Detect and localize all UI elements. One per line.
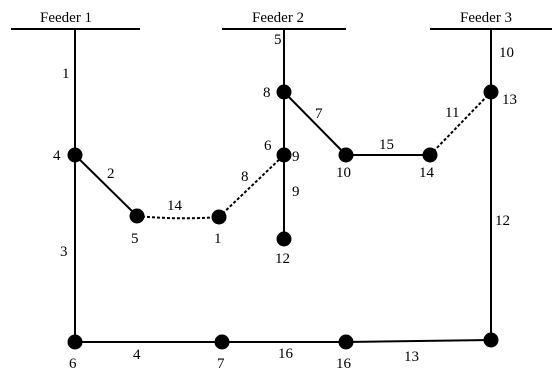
node-8 (276, 84, 292, 100)
node-4 (67, 147, 83, 163)
line-label-2: 2 (107, 166, 115, 182)
node-13 (483, 84, 499, 100)
node-5 (129, 208, 145, 224)
line-label-5: 5 (274, 32, 282, 48)
node-label-5: 5 (131, 231, 139, 247)
tie-branch-8 (218, 154, 285, 218)
line-label-14: 14 (167, 198, 183, 214)
line-label-10: 10 (499, 45, 514, 61)
node-label-16: 16 (336, 356, 352, 372)
node-label-6-mid: 6 (264, 138, 272, 154)
node-6-left (67, 334, 83, 350)
node-9 (276, 147, 292, 163)
feeder-1-label: Feeder 1 (40, 10, 92, 26)
node-label-7: 7 (217, 356, 225, 372)
line-label-4: 4 (133, 347, 141, 363)
node-12 (276, 231, 292, 247)
line-label-12: 12 (495, 213, 510, 229)
node-label-8: 8 (263, 85, 271, 101)
node-label-10: 10 (336, 165, 351, 181)
node-label-6-left: 6 (69, 356, 77, 372)
feeder-2-label: Feeder 2 (252, 10, 304, 26)
node-10 (338, 147, 354, 163)
branch-2 (74, 154, 138, 217)
line-label-8: 8 (241, 169, 249, 185)
line-label-3: 3 (60, 244, 68, 260)
line-label-7: 7 (315, 106, 323, 122)
line-label-16: 16 (278, 346, 294, 362)
node-label-1: 1 (214, 231, 222, 247)
branch-13 (345, 339, 492, 343)
line-label-1: 1 (62, 66, 70, 82)
tie-branch-11 (429, 91, 492, 156)
node-14 (422, 147, 438, 163)
node-7 (214, 334, 230, 350)
node-label-4: 4 (53, 148, 61, 164)
branch-7 (283, 91, 347, 156)
node-bottom-right (483, 332, 499, 348)
tie-branch-14 (136, 215, 220, 220)
line-label-11: 11 (445, 105, 459, 121)
node-label-9: 9 (292, 149, 300, 165)
feeder-3-label: Feeder 3 (460, 10, 512, 26)
line-label-9: 9 (292, 184, 300, 200)
node-label-12: 12 (275, 251, 290, 267)
node-label-14: 14 (419, 165, 435, 181)
node-label-13: 13 (502, 92, 517, 108)
node-16 (338, 334, 354, 350)
node-1 (211, 209, 227, 225)
line-label-15: 15 (379, 137, 394, 153)
line-label-13: 13 (404, 349, 419, 365)
